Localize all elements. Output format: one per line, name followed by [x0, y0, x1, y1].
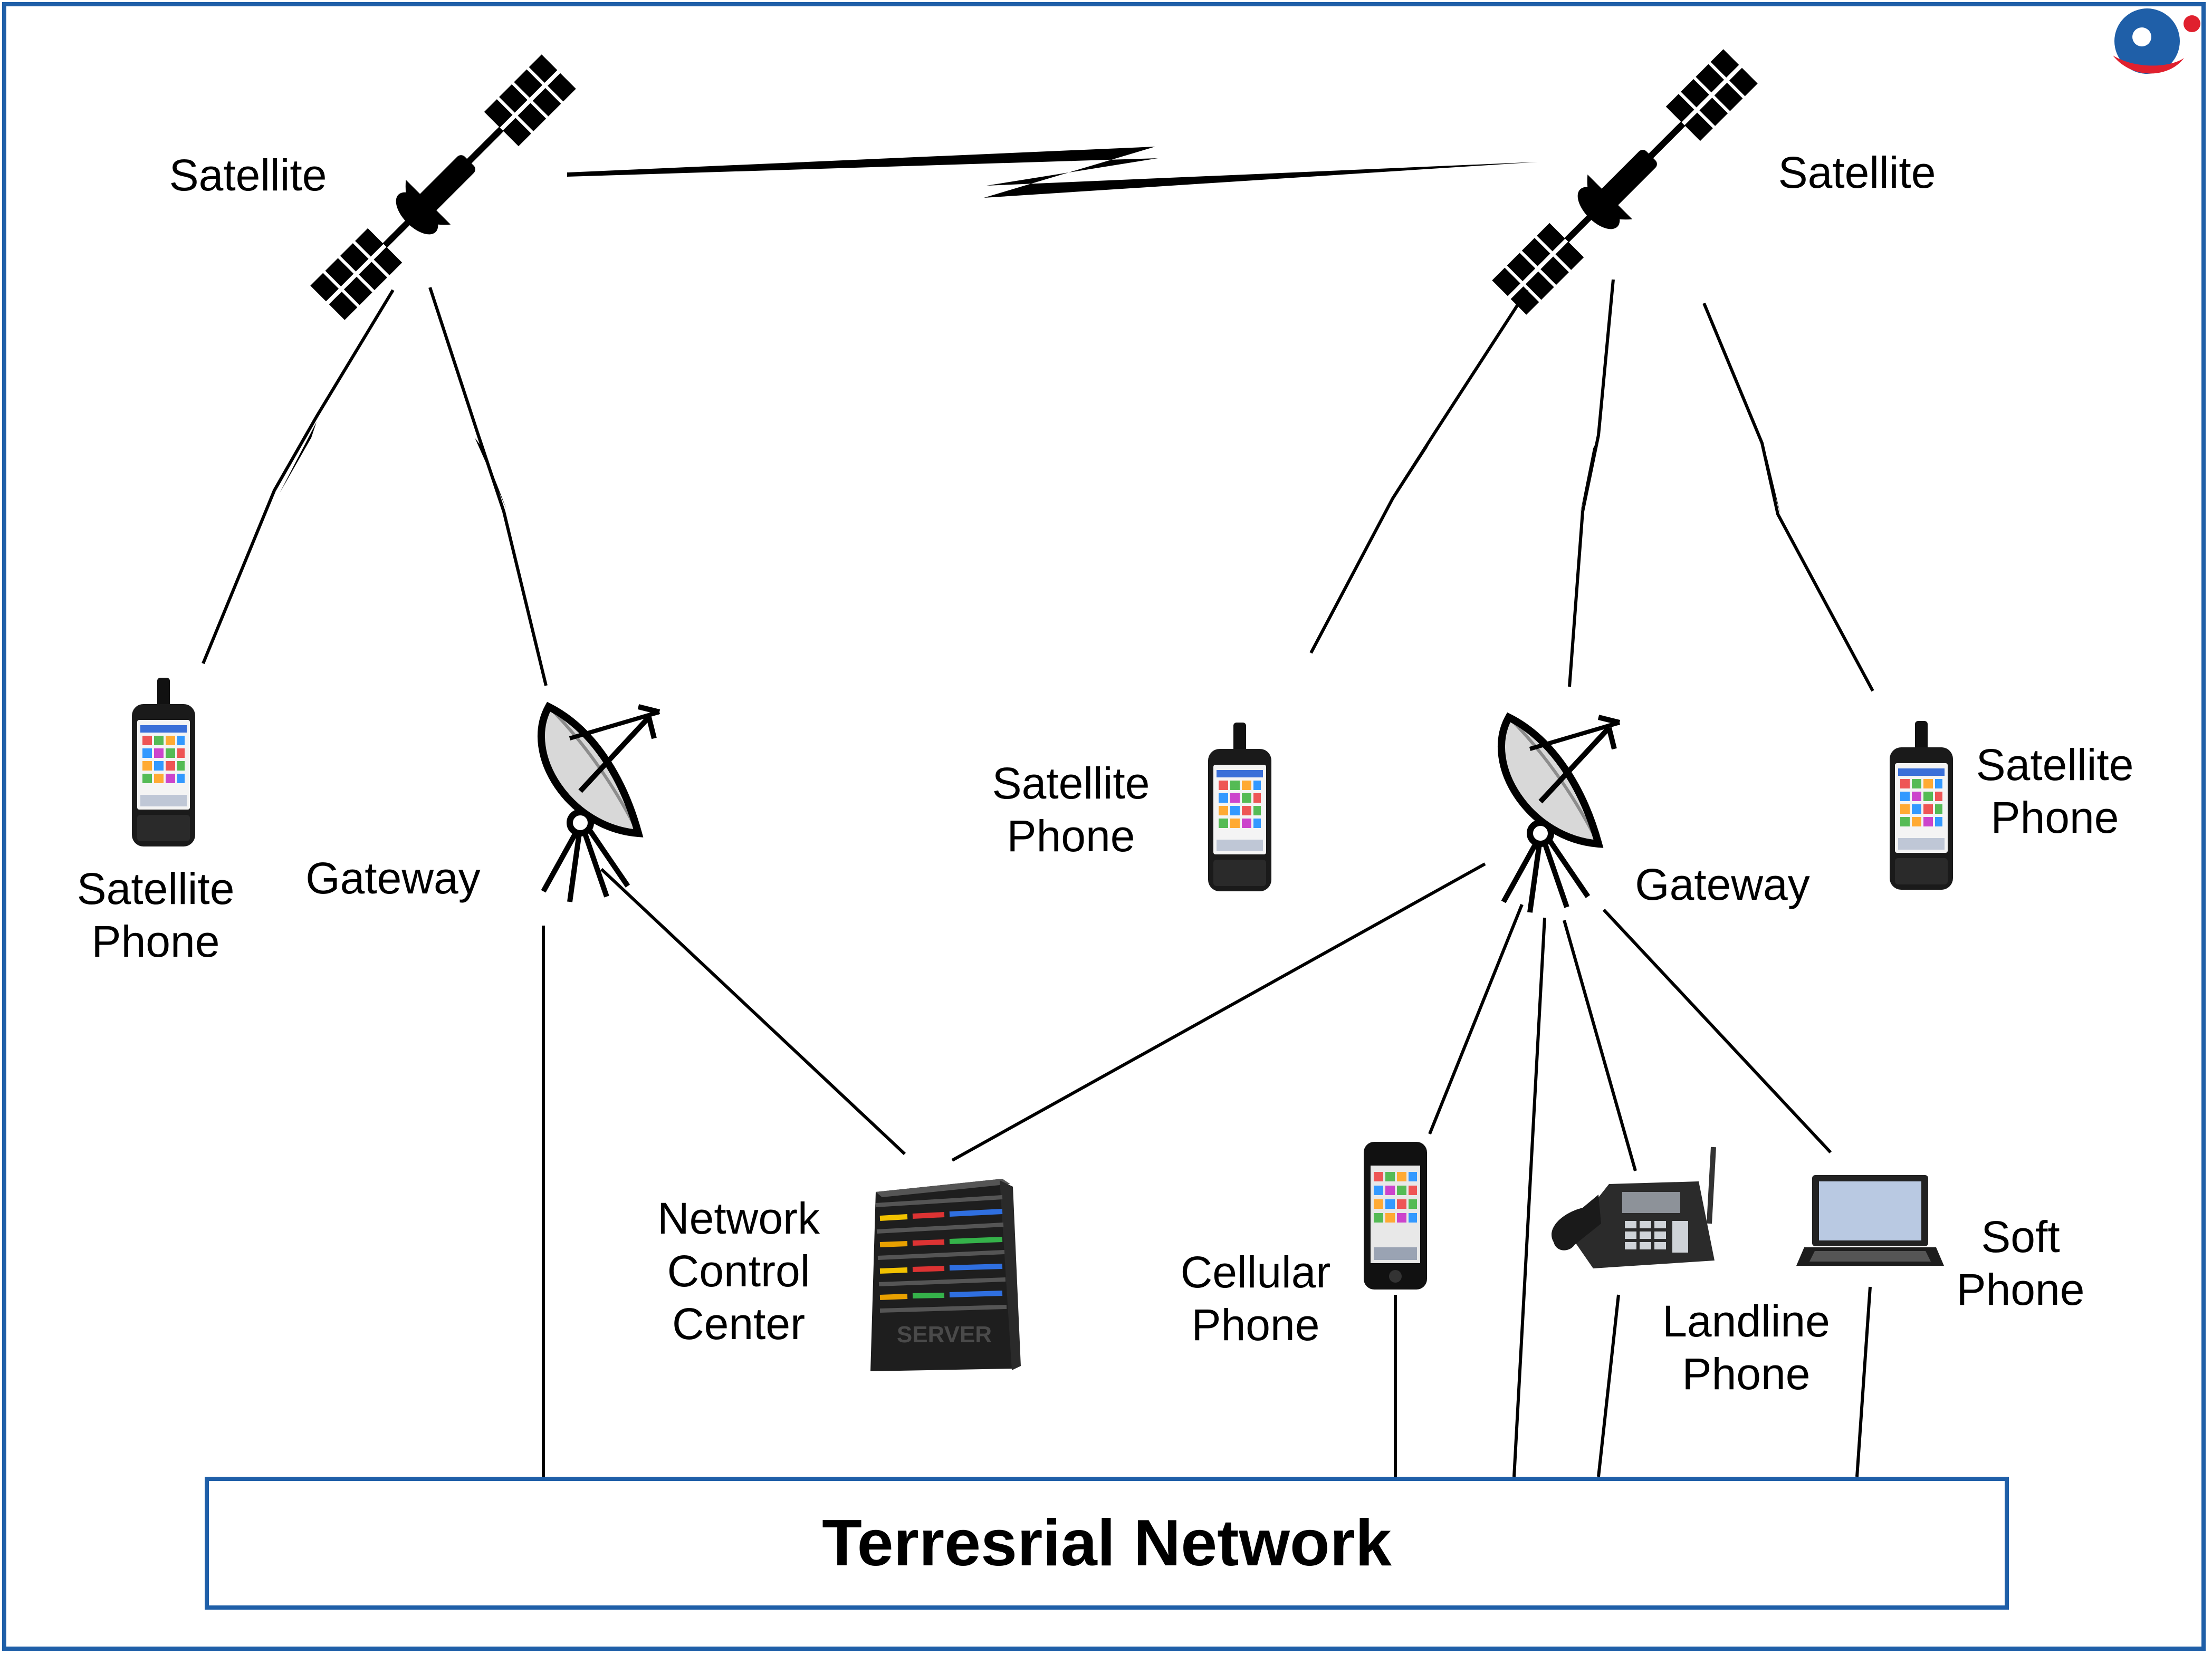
satellite-dish-icon-right: [1501, 717, 1620, 912]
terrestrial-network-box: Terresrial Network: [205, 1477, 2009, 1610]
wireless-link-teeth: [280, 422, 1780, 514]
laptop-icon: [1796, 1175, 1944, 1266]
smartphone-icon: [1364, 1142, 1427, 1290]
inter-satellite-link: [567, 147, 1538, 198]
gateway-label-right: Gateway: [1635, 860, 1810, 909]
satellite-icon-left: [305, 49, 581, 325]
server-label: SERVER: [897, 1322, 992, 1348]
satellite-label-left: Satellite: [169, 150, 327, 200]
satellite-phone-icon-mid: [1208, 723, 1271, 891]
wireless-links: [202, 279, 1874, 692]
satellite-label-right: Satellite: [1778, 148, 1936, 197]
server-icon: SERVER: [870, 1179, 1021, 1371]
satellite-phone-icon-left: [132, 678, 195, 846]
satellite-dish-icon-left: [541, 707, 659, 902]
gateway-label-left: Gateway: [305, 853, 481, 903]
satellite-icon-right: [1487, 44, 1763, 320]
terrestrial-network-title: Terresrial Network: [822, 1507, 1392, 1580]
satellite-phone-icon-right: [1890, 721, 1953, 890]
brand-logo-icon: [2113, 8, 2200, 74]
wired-links: [542, 862, 1872, 1477]
desk-phone-icon: [1552, 1147, 1716, 1268]
